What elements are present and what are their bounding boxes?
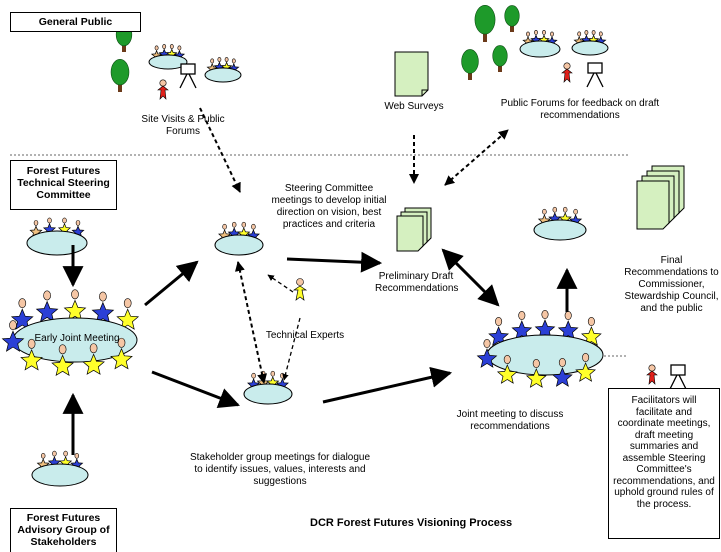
arrow-steering-to-draft bbox=[286, 251, 383, 273]
joint-meeting-table-icon bbox=[476, 309, 604, 388]
technical-expert-icon bbox=[292, 278, 308, 301]
red-person-icon bbox=[646, 364, 658, 385]
facilitators-box: Facilitators will facilitate and coordin… bbox=[608, 388, 720, 539]
steering-meetings-label: Steering Committee meetings to develop i… bbox=[271, 183, 387, 230]
final-recommendations-documents-icon bbox=[636, 165, 685, 230]
meeting-table-icon bbox=[26, 217, 88, 256]
general-public-box: General Public bbox=[10, 12, 141, 32]
arrow-stakeholder-to-joint bbox=[322, 366, 453, 404]
preliminary-draft-documents-icon bbox=[396, 207, 432, 252]
final-recommendations-label: Final Recommendations to Commissioner, S… bbox=[624, 255, 719, 314]
flip-chart-icon bbox=[669, 364, 687, 390]
joint-meeting-label: Joint meeting to discuss recommendations bbox=[456, 409, 564, 432]
meeting-table-icon bbox=[533, 206, 587, 241]
flip-chart-icon bbox=[586, 62, 604, 88]
technical-experts-label: Technical Experts bbox=[265, 330, 345, 341]
meeting-table-icon bbox=[571, 30, 609, 56]
arrow-experts-to-steering bbox=[267, 274, 294, 293]
site-visits-label: Site Visits & Public Forums bbox=[141, 114, 225, 137]
stakeholder-meetings-label: Stakeholder group meetings for dialogue … bbox=[189, 452, 371, 487]
advisory-group-box: Forest Futures Advisory Group of Stakeho… bbox=[10, 508, 117, 552]
arrow-draft-to-public-forums bbox=[444, 129, 509, 186]
tree-icon bbox=[474, 4, 496, 42]
flip-chart-icon bbox=[179, 63, 197, 89]
diagram-arrows bbox=[62, 107, 578, 455]
meeting-table-icon bbox=[148, 44, 188, 70]
red-person-icon bbox=[157, 79, 169, 100]
tree-icon bbox=[492, 45, 508, 72]
arrow-steering-to-stakeholder bbox=[235, 261, 267, 384]
meeting-table-icon bbox=[519, 30, 561, 58]
early-joint-meeting-table-icon bbox=[1, 289, 140, 377]
meeting-table-icon bbox=[214, 221, 264, 256]
preliminary-draft-label: Preliminary Draft Recommendations bbox=[375, 271, 459, 294]
public-forums-label: Public Forums for feedback on draft reco… bbox=[500, 98, 660, 121]
red-person-icon bbox=[561, 62, 573, 83]
meeting-table-icon bbox=[243, 370, 293, 405]
arrow-early-meeting-to-stakeholder bbox=[151, 370, 240, 409]
meeting-table-icon bbox=[204, 57, 242, 83]
meeting-table-icon bbox=[31, 450, 89, 487]
tree-icon bbox=[504, 5, 520, 32]
arrow-site-visits-to-steering bbox=[199, 107, 241, 193]
arrow-experts-to-stakeholder bbox=[282, 317, 301, 381]
tree-icon bbox=[461, 49, 479, 80]
arrow-draft-joint-bidirectional bbox=[441, 248, 500, 307]
arrow-early-meeting-to-steering bbox=[144, 260, 199, 307]
early-joint-meeting-label: Early Joint Meeting bbox=[34, 333, 120, 344]
diagram-title: DCR Forest Futures Visioning Process bbox=[310, 517, 513, 529]
web-survey-document-icon bbox=[394, 51, 429, 97]
technical-steering-committee-box: Forest Futures Technical Steering Commit… bbox=[10, 160, 117, 210]
tree-icon bbox=[110, 59, 130, 92]
web-surveys-label: Web Surveys bbox=[384, 101, 444, 112]
